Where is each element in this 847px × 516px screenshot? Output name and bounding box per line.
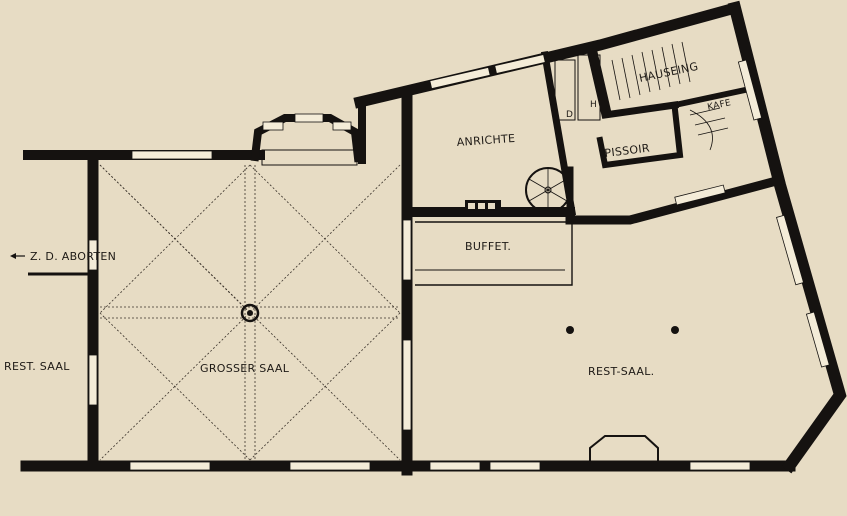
label-rest-saal-left: REST. SAAL	[4, 360, 70, 373]
spiral-staircase	[525, 167, 571, 213]
label-rest-saal-right: REST-SAAL.	[588, 365, 654, 378]
hall-center-column	[240, 303, 260, 323]
column-left	[566, 326, 574, 334]
label-anrichte: ANRICHTE	[456, 132, 515, 149]
label-pissoir: PISSOIR	[604, 142, 651, 160]
windows	[88, 53, 830, 471]
column-right	[671, 326, 679, 334]
hall-ceiling-lines	[99, 164, 401, 461]
label-grosser-saal: GROSSER SAAL	[200, 362, 290, 375]
buffet-counter	[415, 221, 573, 286]
label-h: H	[590, 100, 597, 110]
anrichte-stove	[465, 200, 501, 212]
label-aborten: Z. D. ABORTEN	[30, 250, 116, 263]
main-staircase	[611, 41, 729, 151]
wc-cells	[554, 54, 601, 121]
bay-platform	[261, 149, 358, 166]
label-buffet: BUFFET.	[465, 240, 511, 253]
aborten-arrow-head	[10, 253, 16, 259]
label-d: D	[566, 110, 573, 120]
label-kafe: KAFE	[707, 98, 733, 113]
entrance-bay	[589, 435, 659, 466]
